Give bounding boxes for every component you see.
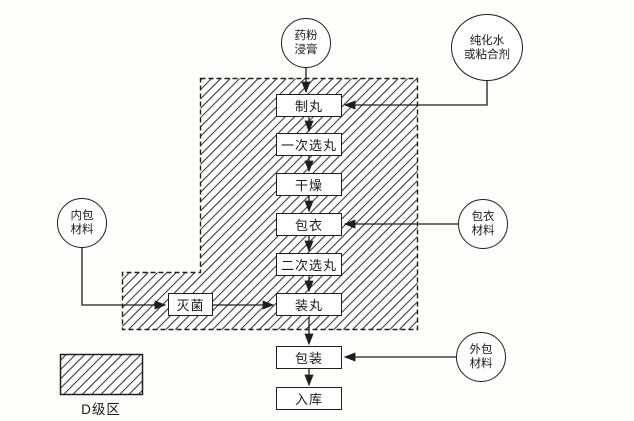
- source-label-line: 浸膏: [294, 44, 318, 56]
- source-label-line: 包衣: [471, 211, 495, 223]
- step-label: 包衣: [294, 218, 323, 233]
- source-node-purified-water: 纯化水 或粘合剂: [451, 14, 523, 81]
- source-label-line: 纯化水: [469, 34, 505, 47]
- step-box-packaging: 包装: [276, 346, 342, 369]
- legend-swatch: [59, 353, 144, 396]
- step-label: 包装: [294, 351, 323, 366]
- step-box-coating: 包衣: [276, 213, 342, 236]
- step-label: 制丸: [294, 99, 323, 114]
- source-label-line: 材料: [471, 225, 495, 237]
- step-label: 一次选丸: [280, 138, 337, 153]
- step-label: 入库: [294, 392, 323, 407]
- source-node-inner-pack-material: 内包 材料: [57, 198, 107, 248]
- step-box-first-selection: 一次选丸: [276, 133, 342, 156]
- step-box-second-selection: 二次选丸: [276, 253, 342, 276]
- arrow-innerpack-to-miejun: [81, 248, 167, 310]
- step-label: 干燥: [294, 178, 323, 193]
- source-label-line: 药粉: [294, 30, 318, 42]
- step-box-warehousing: 入库: [276, 387, 342, 410]
- source-label-line: 内包: [70, 210, 94, 222]
- step-label: 装丸: [294, 298, 323, 313]
- source-label-line: 或粘合剂: [464, 48, 510, 61]
- step-label: 二次选丸: [280, 258, 337, 273]
- step-label: 灭菌: [176, 298, 205, 313]
- step-box-pill-filling: 装丸: [276, 293, 342, 316]
- arrow-water-to-zhiwan: [343, 81, 488, 110]
- source-label-line: 材料: [469, 358, 493, 370]
- step-box-drying: 干燥: [276, 173, 342, 196]
- source-node-coating-material: 包衣 材料: [458, 199, 508, 249]
- step-box-sterilization: 灭菌: [168, 293, 213, 316]
- source-label-line: 外包: [469, 344, 493, 356]
- source-node-outer-pack-material: 外包 材料: [456, 332, 506, 382]
- source-node-powder-extract: 药粉 浸膏: [281, 18, 331, 68]
- legend-label: D级区: [81, 402, 121, 417]
- step-box-pill-making: 制丸: [276, 94, 342, 117]
- d-grade-area-region: [121, 77, 419, 331]
- source-label-line: 材料: [70, 224, 94, 236]
